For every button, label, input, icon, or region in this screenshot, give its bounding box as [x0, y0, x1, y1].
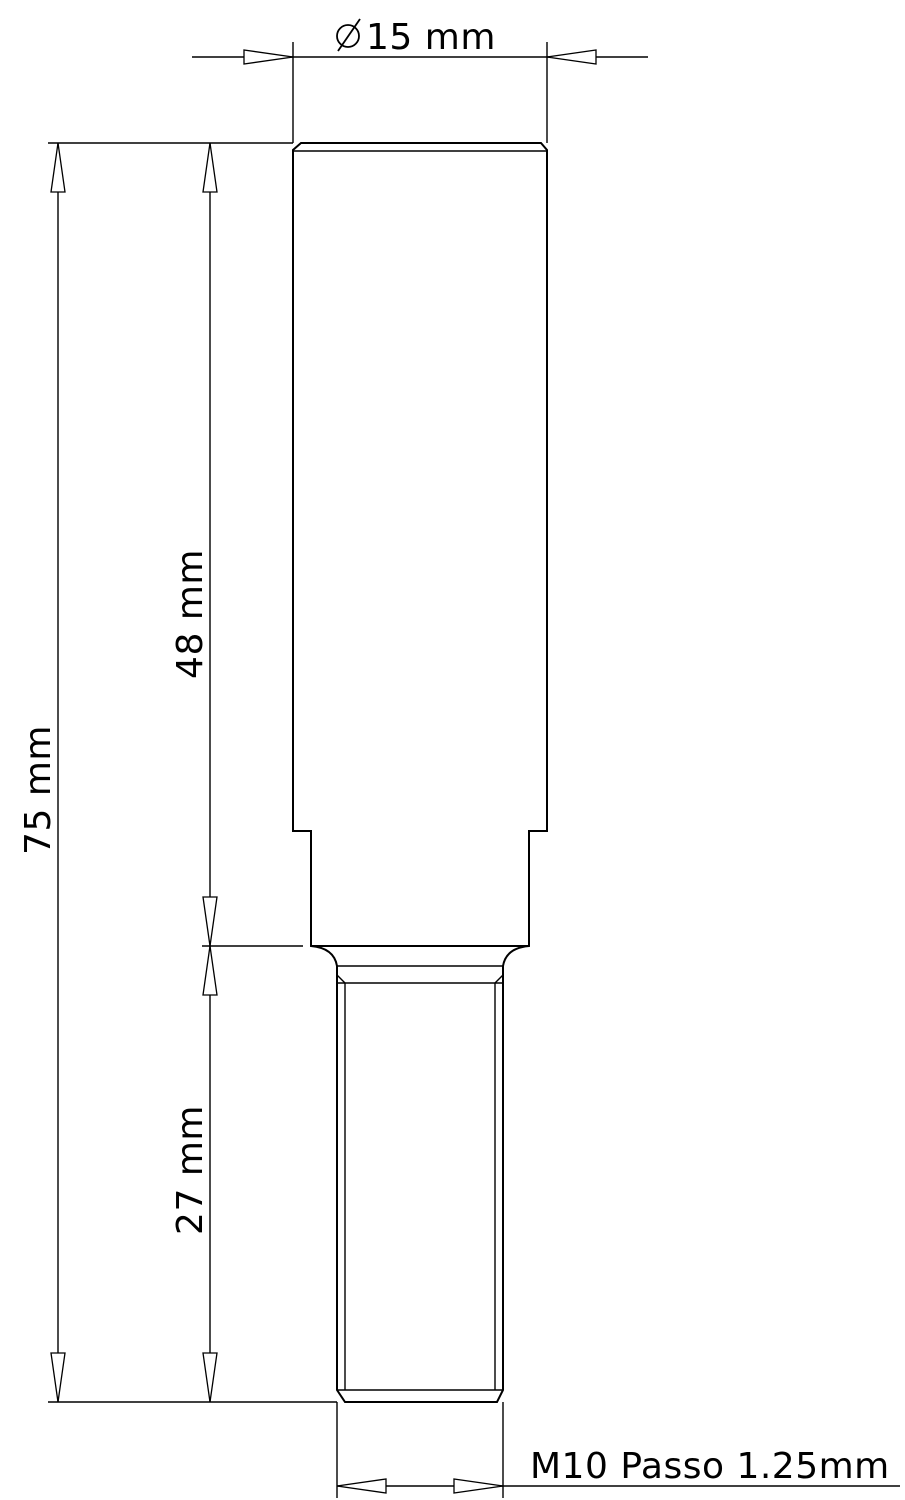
diameter-arrow-right: [546, 49, 597, 65]
body-length-dimension: 48 mm: [170, 142, 303, 947]
body-arrow-bottom: [202, 896, 218, 947]
thread-spec-arrow-left: [336, 1478, 387, 1494]
total-length-dimension: 75 mm: [18, 142, 337, 1403]
thread-spec-arrow-right: [453, 1478, 504, 1494]
thread-arrow-top: [202, 945, 218, 996]
diameter-arrow-left: [243, 49, 294, 65]
diameter-symbol-icon: [336, 18, 361, 52]
spacer-part: [292, 142, 548, 1403]
thread-length-dimension: 27 mm: [170, 945, 218, 1403]
thread-spec-dimension: M10 Passo 1.25mm: [336, 1402, 900, 1498]
diameter-label: 15 mm: [366, 17, 496, 58]
body-arrow-top: [202, 142, 218, 193]
thread-tick-right: [494, 974, 504, 984]
total-arrow-bottom: [50, 1352, 66, 1403]
thread-length-label: 27 mm: [170, 1105, 211, 1235]
thread-tick-left: [336, 974, 346, 984]
total-length-label: 75 mm: [18, 725, 59, 855]
total-arrow-top: [50, 142, 66, 193]
body-length-label: 48 mm: [170, 549, 211, 679]
thread-spec-label: M10 Passo 1.25mm: [530, 1446, 890, 1487]
diameter-dimension: 15 mm: [192, 17, 648, 143]
body-outline: [292, 142, 548, 1403]
thread-arrow-bottom: [202, 1352, 218, 1403]
